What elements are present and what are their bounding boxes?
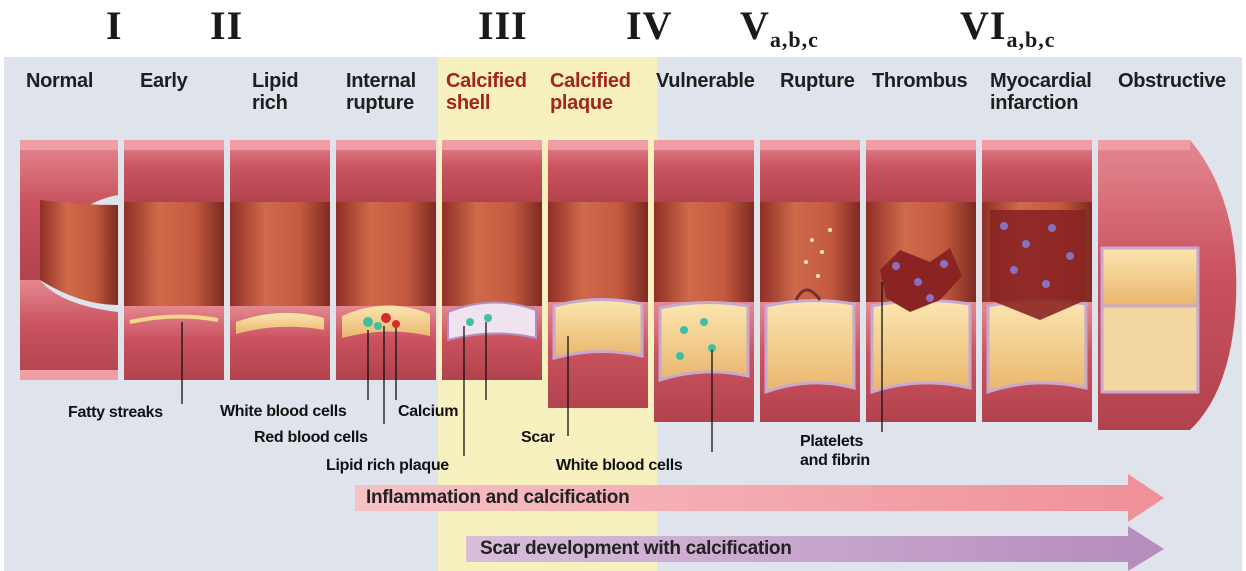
- segment-normal: [20, 140, 118, 380]
- segment-obstructive: [1098, 140, 1236, 430]
- callout-white-blood-cells: White blood cells: [220, 402, 346, 421]
- callout-lipid-rich-plaque: Lipid rich plaque: [326, 456, 449, 475]
- callout-platelets-and-fibrin: Platelets and fibrin: [800, 432, 870, 470]
- callout-platelets-line-2: and fibrin: [800, 451, 870, 470]
- segment-early: [124, 140, 224, 380]
- callout-white-blood-cells-2: White blood cells: [556, 456, 682, 475]
- inflammation-arrow-label: Inflammation and calcification: [366, 487, 629, 509]
- segment-calcified-plaque: [548, 140, 648, 408]
- segment-internal-rupture: [336, 140, 436, 380]
- segment-calcified-shell: [442, 140, 542, 380]
- segment-myocardial-infarction: [982, 140, 1092, 422]
- callout-scar: Scar: [521, 428, 555, 447]
- segment-vulnerable: [654, 140, 754, 422]
- callout-fatty-streaks: Fatty streaks: [68, 403, 163, 422]
- segment-lipid-rich: [230, 140, 330, 380]
- segment-rupture: [760, 140, 860, 422]
- callout-red-blood-cells: Red blood cells: [254, 428, 368, 447]
- callout-platelets-line-1: Platelets: [800, 432, 870, 451]
- scar-development-arrow-label: Scar development with calcification: [480, 538, 792, 560]
- callout-calcium: Calcium: [398, 402, 458, 421]
